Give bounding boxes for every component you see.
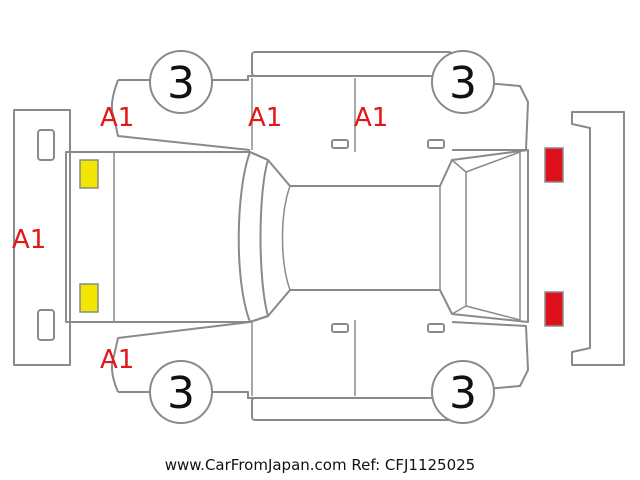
mark-rear-door-top: A1 (354, 103, 388, 133)
wheel-front-left (149, 50, 213, 114)
mark-front-left-fender: A1 (100, 103, 134, 133)
wheel-rear-left (431, 50, 495, 114)
headlight-bottom (79, 283, 99, 313)
door-handle-rear-top (427, 139, 445, 149)
left-side-body (110, 75, 529, 152)
footer-watermark: www.CarFromJapan.com Ref: CFJ1125025 (165, 456, 475, 474)
door-handle-rear-bottom (427, 323, 445, 333)
taillight-top (544, 147, 564, 183)
headlight-top (79, 159, 99, 189)
taillight-bottom (544, 291, 564, 327)
wheel-rear-right (431, 360, 495, 424)
roof-side-top (251, 51, 453, 77)
mark-front-bumper: A1 (12, 225, 46, 255)
wheel-front-right-grade: 3 (167, 368, 195, 419)
door-handle-front-bottom (331, 323, 349, 333)
front-bumper (13, 109, 71, 366)
top-view-body (65, 149, 529, 323)
wheel-front-left-grade: 3 (167, 58, 195, 109)
mark-front-door-top: A1 (248, 103, 282, 133)
roof-side-bottom (251, 397, 453, 421)
door-handle-front-top (331, 139, 349, 149)
wheel-front-right (149, 360, 213, 424)
rear-bumper (571, 111, 625, 366)
wheel-rear-right-grade: 3 (449, 368, 477, 419)
wheel-rear-left-grade: 3 (449, 58, 477, 109)
mark-front-right-fender: A1 (100, 345, 134, 375)
